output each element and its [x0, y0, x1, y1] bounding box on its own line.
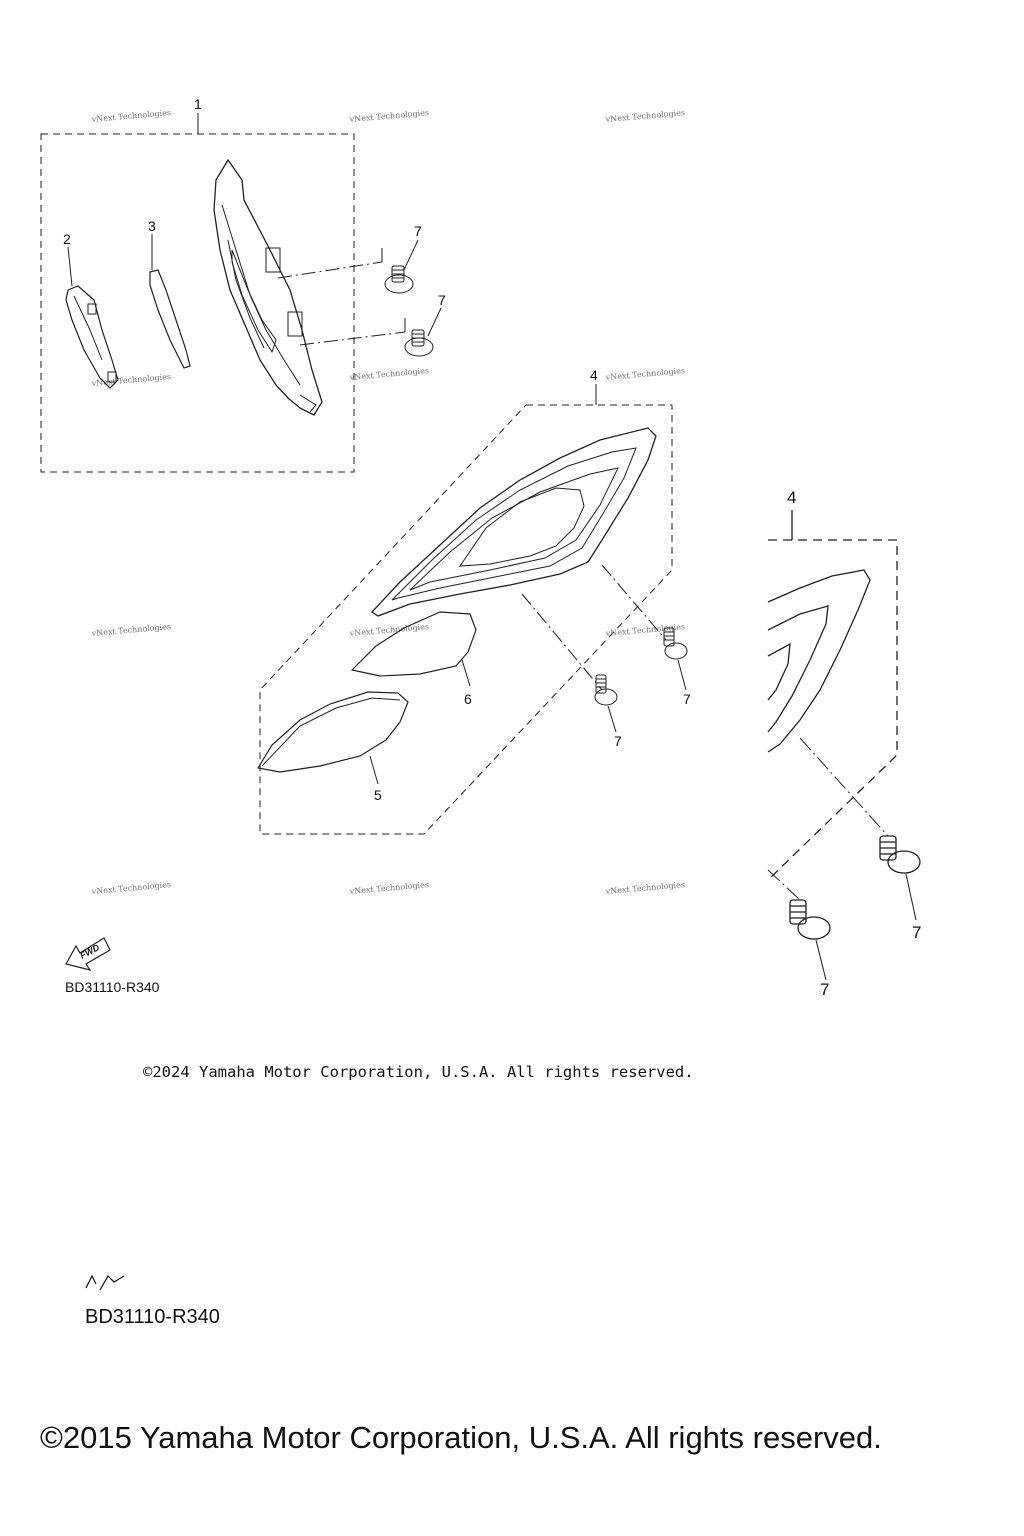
screws-upper [277, 239, 442, 357]
copyright-small: ©2024 Yamaha Motor Corporation, U.S.A. A… [143, 1063, 694, 1081]
watermark: vNext Technologies [348, 366, 429, 382]
lens-part-2 [65, 285, 119, 389]
assembly-4 [257, 384, 688, 835]
fwd-arrow-icon-cropped [85, 1274, 125, 1291]
callout-5: 5 [374, 787, 382, 803]
diagram-code-large: BD31110-R340 [85, 1306, 220, 1328]
fwd-arrow-icon: FWD [65, 937, 111, 971]
light-bezel [371, 427, 657, 617]
assembly-1-box [40, 133, 355, 473]
callout-2: 2 [63, 231, 71, 247]
assembly-4-detail [767, 510, 921, 981]
callout-7: 7 [438, 292, 446, 308]
screw-7 [384, 265, 414, 294]
callout-7: 7 [683, 691, 691, 707]
callout-7: 7 [820, 980, 829, 999]
screw-7 [404, 329, 434, 357]
lens-part-3 [149, 269, 191, 369]
watermark: vNext Technologies [348, 622, 429, 638]
callout-7: 7 [614, 733, 622, 749]
diagram-code: BD31110-R340 [65, 979, 160, 995]
watermark: vNext Technologies [604, 366, 685, 382]
assembly-1 [40, 113, 355, 473]
watermark: vNext Technologies [90, 108, 171, 124]
callout-4: 4 [590, 367, 598, 383]
watermark: vNext Technologies [90, 622, 171, 638]
watermark: vNext Technologies [348, 108, 429, 124]
callout-4: 4 [787, 488, 796, 507]
watermark: vNext Technologies [604, 108, 685, 124]
watermark: vNext Technologies [90, 880, 171, 896]
assembly-4-detail-box [767, 539, 898, 881]
watermarks: vNext Technologies vNext Technologies vN… [90, 108, 685, 896]
callout-6: 6 [464, 691, 472, 707]
screw-7 [594, 674, 618, 706]
callout-1: 1 [194, 96, 202, 112]
light-bezel-detail [767, 569, 871, 753]
reflector-part-6 [350, 611, 477, 677]
lens-part-5 [257, 691, 409, 773]
screw-7 [789, 899, 831, 940]
watermark: vNext Technologies [604, 880, 685, 896]
callout-7: 7 [414, 223, 422, 239]
callout-7: 7 [912, 923, 921, 942]
copyright-large: ©2015 Yamaha Motor Corporation, U.S.A. A… [40, 1420, 882, 1455]
screw-7 [663, 627, 688, 660]
watermark: vNext Technologies [348, 880, 429, 896]
assembly-4-box [259, 404, 673, 835]
callout-3: 3 [148, 218, 156, 234]
screw-7 [879, 835, 921, 874]
side-cover [213, 158, 323, 416]
